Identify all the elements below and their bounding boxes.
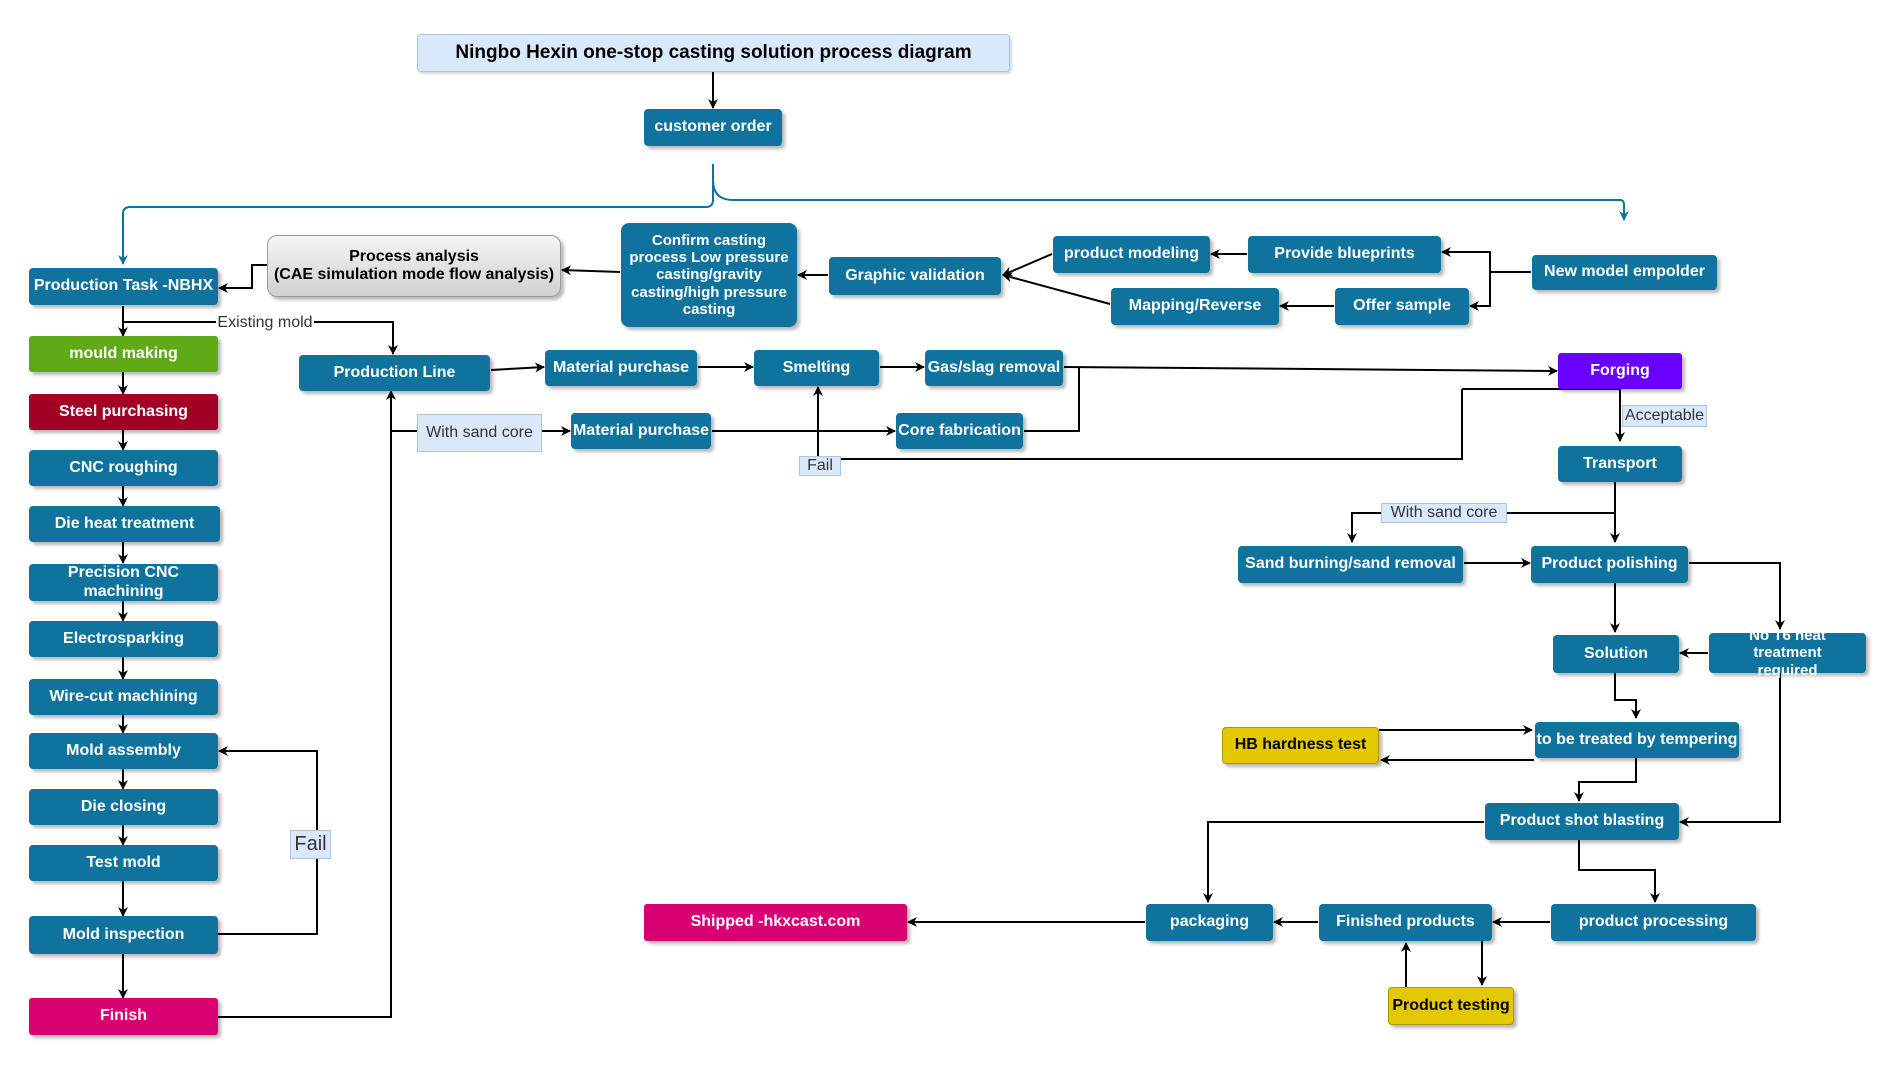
node-finish: Finish bbox=[29, 998, 218, 1035]
edge-tempering-blasting bbox=[1574, 758, 1637, 802]
label-existing-mold: Existing mold bbox=[216, 313, 314, 333]
node-product-polishing: Product polishing bbox=[1531, 546, 1688, 583]
node-core-fabrication: Core fabrication bbox=[896, 413, 1023, 449]
edge-polishing-t6 bbox=[1689, 562, 1785, 630]
label-fail-1: Fail bbox=[799, 456, 841, 476]
edge-blasting-processing bbox=[1578, 840, 1660, 903]
node-mould-making: mould making bbox=[29, 336, 218, 372]
node-provide-blueprints: Provide blueprints bbox=[1248, 236, 1441, 273]
node-material-purchase-1: Material purchase bbox=[545, 350, 697, 386]
label-with-sand-core-1: With sand core bbox=[417, 414, 542, 452]
edge-newmodel-blueprint bbox=[1441, 247, 1531, 273]
edge-order-newmodel bbox=[712, 179, 1629, 221]
edge-gas-forging bbox=[1063, 365, 1558, 376]
node-confirm-casting: Confirm casting process Low pressure cas… bbox=[621, 223, 797, 327]
node-steel-purchasing: Steel purchasing bbox=[29, 394, 218, 430]
node-electrosparking: Electrosparking bbox=[29, 621, 218, 657]
edge-modeling-graphic bbox=[1002, 253, 1053, 277]
edge-transport-sand bbox=[1347, 512, 1615, 543]
node-forging: Forging bbox=[1558, 353, 1682, 389]
node-wire-cut: Wire-cut machining bbox=[29, 679, 218, 715]
node-packaging: packaging bbox=[1146, 904, 1273, 941]
diagram-title: Ningbo Hexin one-stop casting solution p… bbox=[417, 34, 1010, 72]
edge-solution-tempering bbox=[1614, 673, 1641, 719]
node-production-line: Production Line bbox=[299, 355, 490, 391]
edge-analysis-task bbox=[218, 264, 267, 293]
node-die-heat-treatment: Die heat treatment bbox=[29, 506, 220, 542]
node-graphic-validation: Graphic validation bbox=[829, 257, 1001, 295]
edge-existing-mold bbox=[123, 321, 398, 355]
edge-fail-smelting bbox=[813, 386, 1463, 460]
node-new-model: New model empolder bbox=[1532, 255, 1717, 290]
node-customer-order: customer order bbox=[644, 109, 782, 146]
label-acceptable: Acceptable bbox=[1622, 405, 1707, 427]
node-tempering: to be treated by tempering bbox=[1535, 722, 1739, 758]
node-mapping-reverse: Mapping/Reverse bbox=[1111, 288, 1279, 325]
process-analysis-line2: (CAE simulation mode flow analysis) bbox=[273, 266, 555, 283]
node-test-mold: Test mold bbox=[29, 845, 218, 881]
edge-order-task bbox=[118, 164, 714, 265]
edge-line-material1 bbox=[490, 362, 545, 373]
node-solution: Solution bbox=[1553, 635, 1679, 673]
edge-mapping-graphic bbox=[1002, 272, 1111, 305]
node-sand-burning: Sand burning/sand removal bbox=[1238, 546, 1463, 583]
edge-blasting-packaging bbox=[1203, 821, 1484, 903]
node-smelting: Smelting bbox=[754, 350, 879, 386]
edge-core-gas bbox=[1024, 367, 1080, 432]
label-fail-2: Fail bbox=[290, 830, 331, 859]
edge-t6-blasting bbox=[1679, 672, 1781, 827]
edge-newmodel-sample bbox=[1469, 272, 1491, 311]
node-mold-assembly: Mold assembly bbox=[29, 733, 218, 769]
node-shipped: Shipped -hkxcast.com bbox=[644, 904, 907, 941]
node-offer-sample: Offer sample bbox=[1335, 288, 1469, 325]
node-mold-inspection: Mold inspection bbox=[29, 916, 218, 954]
node-cnc-roughing: CNC roughing bbox=[29, 450, 218, 486]
node-precision-cnc: Precision CNC machining bbox=[29, 564, 218, 601]
node-shot-blasting: Product shot blasting bbox=[1485, 803, 1679, 840]
edge-confirm-analysis bbox=[561, 265, 621, 276]
node-product-modeling: product modeling bbox=[1053, 236, 1210, 273]
edge-finish-line bbox=[218, 390, 396, 1018]
node-die-closing: Die closing bbox=[29, 789, 218, 825]
node-no-t6: No T6 heat treatment required bbox=[1709, 627, 1866, 679]
node-transport: Transport bbox=[1558, 446, 1682, 482]
node-product-processing: product processing bbox=[1551, 904, 1756, 941]
label-with-sand-core-2: With sand core bbox=[1381, 503, 1507, 523]
node-production-task: Production Task -NBHX bbox=[29, 268, 218, 305]
process-analysis-line1: Process analysis bbox=[349, 247, 479, 265]
node-hb-hardness: HB hardness test bbox=[1222, 727, 1379, 764]
node-gas-slag: Gas/slag removal bbox=[925, 350, 1063, 386]
node-process-analysis: Process analysis (CAE simulation mode fl… bbox=[267, 235, 561, 297]
node-product-testing: Product testing bbox=[1388, 987, 1514, 1025]
node-material-purchase-2: Material purchase bbox=[571, 413, 711, 449]
node-finished-products: Finished products bbox=[1319, 904, 1492, 941]
